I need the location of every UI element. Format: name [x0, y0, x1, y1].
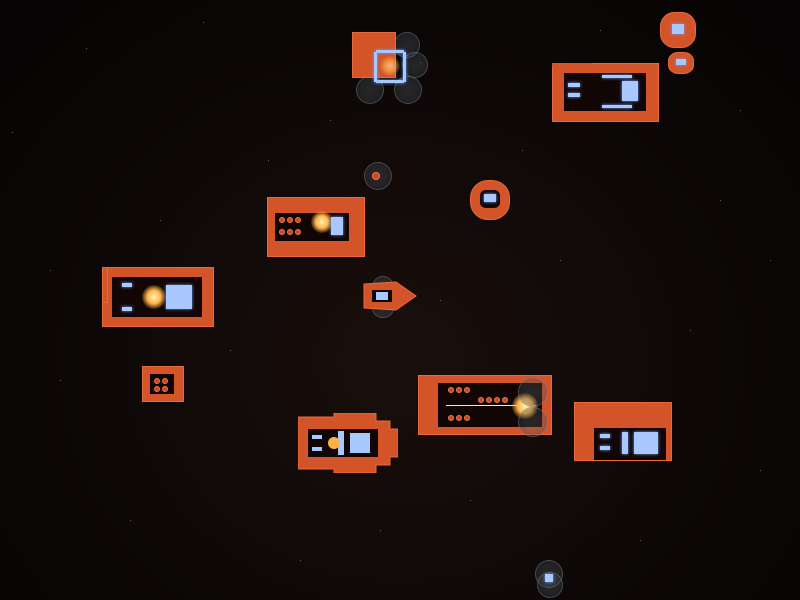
star	[760, 470, 761, 471]
star	[130, 520, 131, 521]
star	[770, 260, 771, 261]
star	[522, 150, 523, 151]
ship-module	[376, 80, 404, 83]
ship-scout[interactable]	[574, 402, 682, 474]
ship-gunboat[interactable]	[102, 267, 214, 327]
ship-node	[295, 217, 301, 223]
ship-node	[448, 387, 454, 393]
ship-module	[622, 432, 628, 454]
reactor-glow	[380, 56, 400, 76]
ship-cruiser[interactable]	[660, 12, 696, 48]
ship-module	[568, 83, 580, 87]
ship-module	[122, 283, 132, 287]
ship-node	[287, 217, 293, 223]
engine-glow	[142, 285, 166, 309]
ship-module	[403, 52, 406, 82]
ship-node	[279, 217, 285, 223]
ship-flagship[interactable]	[418, 375, 558, 437]
star	[560, 260, 561, 261]
probe-core	[372, 172, 380, 180]
ship-node	[456, 415, 462, 421]
engine-glow	[311, 211, 333, 233]
ship-module	[376, 50, 404, 53]
ship-frigate[interactable]	[552, 63, 659, 122]
ship-module	[600, 434, 610, 438]
star	[300, 560, 301, 561]
ship-node	[494, 397, 500, 403]
star	[690, 330, 691, 331]
ship-station-block[interactable]	[352, 32, 428, 104]
ship-node	[456, 387, 462, 393]
ship-node	[279, 229, 285, 235]
ship-module	[374, 52, 377, 82]
ship-escort[interactable]	[267, 197, 365, 257]
ship-module	[672, 24, 684, 34]
ship-wing	[102, 267, 108, 303]
star	[160, 220, 161, 221]
ship-node	[448, 415, 454, 421]
ship-module	[122, 307, 132, 311]
ship-probe[interactable]	[364, 162, 392, 190]
ship-node	[154, 378, 160, 384]
ship-module	[484, 194, 496, 202]
ship-fighter[interactable]	[535, 560, 563, 598]
ship-node	[478, 397, 484, 403]
star	[470, 500, 471, 501]
ship-carrier[interactable]	[362, 276, 418, 318]
ship-node	[154, 386, 160, 392]
star	[740, 110, 741, 111]
ship-module	[676, 59, 686, 65]
ship-node	[287, 229, 293, 235]
star	[380, 530, 381, 531]
ship-destroyer[interactable]	[142, 366, 184, 402]
star	[86, 48, 87, 49]
star	[268, 160, 269, 161]
star	[203, 22, 204, 23]
ship-spine	[446, 405, 536, 406]
star	[50, 270, 51, 271]
star	[600, 30, 601, 31]
ship-node	[162, 386, 168, 392]
fighter-core	[545, 574, 553, 582]
ship-node	[502, 397, 508, 403]
shield-bubble	[518, 377, 548, 407]
star	[720, 200, 721, 201]
star	[12, 132, 13, 133]
ship-module	[331, 217, 343, 235]
star	[640, 540, 641, 541]
ship-module	[600, 446, 610, 450]
ship-module	[634, 432, 658, 454]
star	[230, 350, 231, 351]
ship-module	[166, 285, 192, 309]
ship-module	[568, 93, 580, 97]
ship-node	[295, 229, 301, 235]
ship-corvette[interactable]	[470, 180, 510, 220]
ship-hull-arrow	[363, 281, 417, 311]
ship-module	[602, 105, 632, 108]
ship-spine	[552, 63, 592, 66]
ship-drone[interactable]	[668, 52, 694, 74]
ship-node	[464, 415, 470, 421]
ship-transport[interactable]	[298, 413, 398, 473]
star	[60, 380, 61, 381]
ship-node	[162, 378, 168, 384]
ship-module	[602, 75, 632, 78]
ship-node	[486, 397, 492, 403]
ship-node	[464, 387, 470, 393]
ship-module	[622, 81, 638, 101]
shield-bubble	[518, 407, 548, 437]
ship-hull-stepped	[298, 413, 398, 473]
star	[440, 300, 441, 301]
star	[330, 120, 331, 121]
